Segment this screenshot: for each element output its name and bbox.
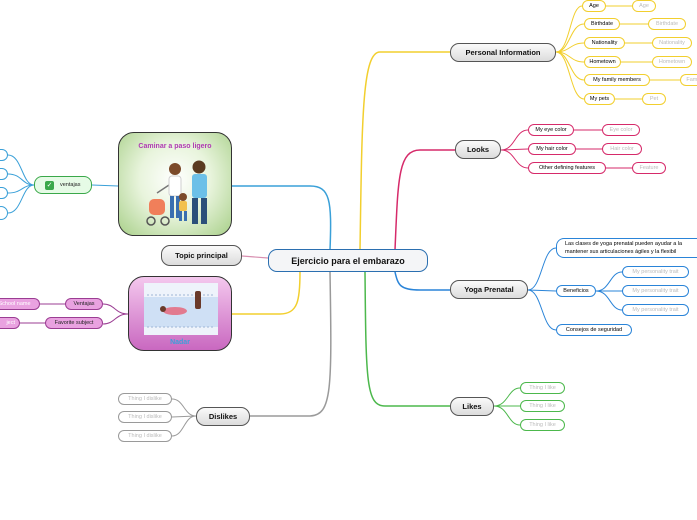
dislike-item-1[interactable]: Thing I dislike bbox=[118, 393, 172, 405]
hair-color-label[interactable]: My hair color bbox=[528, 143, 576, 155]
hair-color-value[interactable]: Hair color bbox=[602, 143, 642, 155]
topic-principal[interactable]: Topic principal bbox=[161, 245, 242, 266]
hometown-label[interactable]: Hometown bbox=[584, 56, 621, 68]
checkmark-icon: ✓ bbox=[45, 180, 54, 190]
yoga-prenatal-node[interactable]: Yoga Prenatal bbox=[450, 280, 528, 299]
eye-color-value[interactable]: Eye color bbox=[602, 124, 640, 136]
caminar-card[interactable]: Caminar a paso ligero bbox=[118, 132, 232, 236]
nadar-card[interactable]: Nadar bbox=[128, 276, 232, 351]
age-value[interactable]: Age bbox=[632, 0, 656, 12]
like-item-3[interactable]: Thing I like bbox=[520, 419, 565, 431]
favorite-subject-node[interactable]: Favorite subject bbox=[45, 317, 103, 329]
pets-value[interactable]: Pet bbox=[642, 93, 666, 105]
dislikes-node[interactable]: Dislikes bbox=[196, 407, 250, 426]
eye-color-label[interactable]: My eye color bbox=[528, 124, 574, 136]
subject-node[interactable]: ject bbox=[0, 317, 20, 329]
looks-node[interactable]: Looks bbox=[455, 140, 501, 159]
family-members-label[interactable]: My family members bbox=[584, 74, 650, 86]
nadar-caption: Nadar bbox=[170, 339, 190, 346]
defining-features-value[interactable]: Feature bbox=[632, 162, 666, 174]
birthdate-label[interactable]: Birthdate bbox=[584, 18, 620, 30]
like-item-2[interactable]: Thing I like bbox=[520, 400, 565, 412]
consejos-seguridad-node[interactable]: Consejos de seguridad bbox=[556, 324, 632, 336]
nadar-ventajas-node[interactable]: Ventajas bbox=[65, 298, 103, 310]
personal-information-node[interactable]: Personal Information bbox=[450, 43, 556, 62]
dislike-item-2[interactable]: Thing I dislike bbox=[118, 411, 172, 423]
yoga-description[interactable]: Las clases de yoga prenatal pueden ayuda… bbox=[556, 238, 697, 258]
dislike-item-3[interactable]: Thing I dislike bbox=[118, 430, 172, 442]
caminar-item-1[interactable] bbox=[0, 149, 8, 161]
yoga-description-line2: mantener sus articulaciones ágiles y la … bbox=[565, 249, 677, 255]
school-name-node[interactable]: School name bbox=[0, 298, 40, 310]
central-topic[interactable]: Ejercicio para el embarazo bbox=[268, 249, 428, 272]
caminar-ventajas-label: ventajas bbox=[60, 182, 81, 188]
family-walking-illustration bbox=[146, 160, 207, 226]
personality-trait-3[interactable]: My personality trait bbox=[622, 304, 689, 316]
hometown-value[interactable]: Hometown bbox=[652, 56, 692, 68]
beneficios-node[interactable]: Beneficios bbox=[556, 285, 596, 297]
yoga-description-line1: Las clases de yoga prenatal pueden ayuda… bbox=[565, 241, 683, 247]
personality-trait-2[interactable]: My personality trait bbox=[622, 285, 689, 297]
nationality-label[interactable]: Nationality bbox=[584, 37, 625, 49]
caminar-item-2[interactable] bbox=[0, 168, 8, 180]
caminar-ventajas-node[interactable]: ✓ ventajas bbox=[34, 176, 92, 194]
pets-label[interactable]: My pets bbox=[584, 93, 615, 105]
personality-trait-1[interactable]: My personality trait bbox=[622, 266, 689, 278]
likes-node[interactable]: Likes bbox=[450, 397, 494, 416]
caminar-title: Caminar a paso ligero bbox=[138, 143, 212, 150]
family-members-value[interactable]: Fami bbox=[680, 74, 697, 86]
swimming-pool-illustration bbox=[144, 283, 218, 335]
age-label[interactable]: Age bbox=[582, 0, 606, 12]
birthdate-value[interactable]: Birthdate bbox=[648, 18, 686, 30]
nationality-value[interactable]: Nationality bbox=[652, 37, 692, 49]
like-item-1[interactable]: Thing I like bbox=[520, 382, 565, 394]
caminar-item-3[interactable] bbox=[0, 187, 8, 199]
defining-features-label[interactable]: Other defining features bbox=[528, 162, 606, 174]
